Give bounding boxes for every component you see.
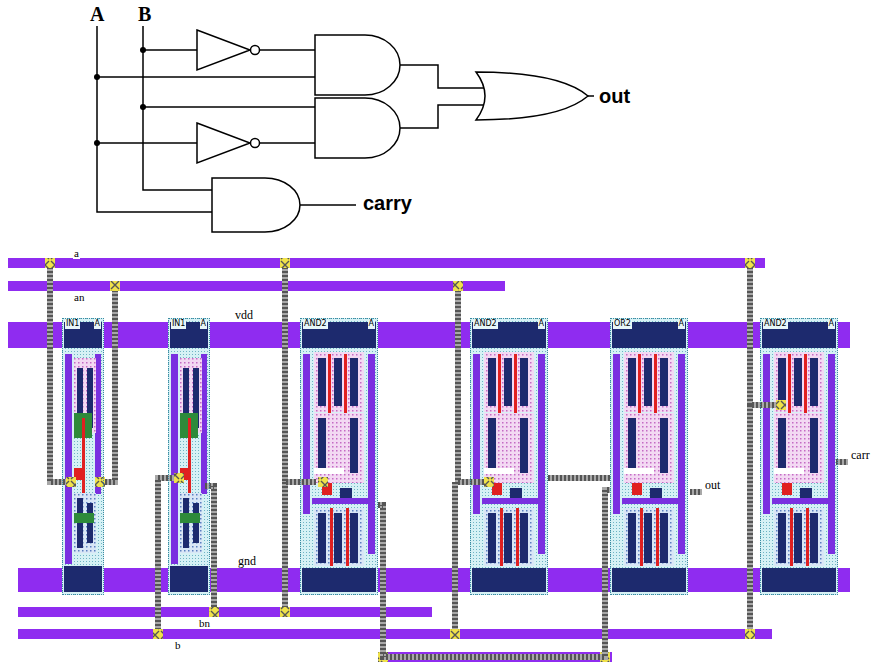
pin-name: A: [538, 320, 545, 329]
net-label: bn: [198, 618, 211, 629]
cell-name: AND2: [763, 320, 788, 329]
cell-header: IN1 A: [63, 319, 103, 330]
wire-connector: [378, 490, 610, 657]
wire-connector: [548, 475, 610, 481]
cell-name: OR2: [613, 320, 632, 329]
net-label: carr: [850, 449, 871, 461]
pin-name: A: [678, 320, 685, 329]
signal-name: A: [89, 4, 105, 24]
signal-name: out: [598, 86, 631, 106]
layout-cell: IN1 A: [168, 318, 210, 595]
signal-name: carry: [362, 193, 413, 213]
net-label: vdd: [234, 309, 254, 321]
wire-connector: [548, 475, 610, 481]
wire-connector: [378, 490, 610, 657]
net-label: gnd: [237, 555, 257, 567]
net-label: b: [174, 640, 182, 651]
layout-cell: AND2 A: [300, 318, 378, 595]
cell-header: AND2 A: [471, 319, 547, 330]
signal-name: B: [137, 4, 152, 24]
net-label: a: [73, 248, 80, 259]
cell-name: IN1: [65, 320, 80, 329]
layout-cell: OR2 A: [610, 318, 688, 595]
cell-header: OR2 A: [611, 319, 687, 330]
pin-name: A: [94, 320, 101, 329]
net-label: out: [704, 479, 721, 491]
layout-cell: IN1 A: [62, 318, 104, 595]
cell-name: IN1: [171, 320, 186, 329]
layout-cell: AND2 A: [760, 318, 838, 595]
pin-name: A: [368, 320, 375, 329]
pin-name: A: [200, 320, 207, 329]
cell-header: IN1 A: [169, 319, 209, 330]
layout-cell: AND2 A: [470, 318, 548, 595]
cell-name: AND2: [473, 320, 498, 329]
cell-name: AND2: [303, 320, 328, 329]
net-label: an: [73, 292, 85, 303]
cell-header: AND2 A: [761, 319, 837, 330]
pin-name: A: [828, 320, 835, 329]
cell-header: AND2 A: [301, 319, 377, 330]
